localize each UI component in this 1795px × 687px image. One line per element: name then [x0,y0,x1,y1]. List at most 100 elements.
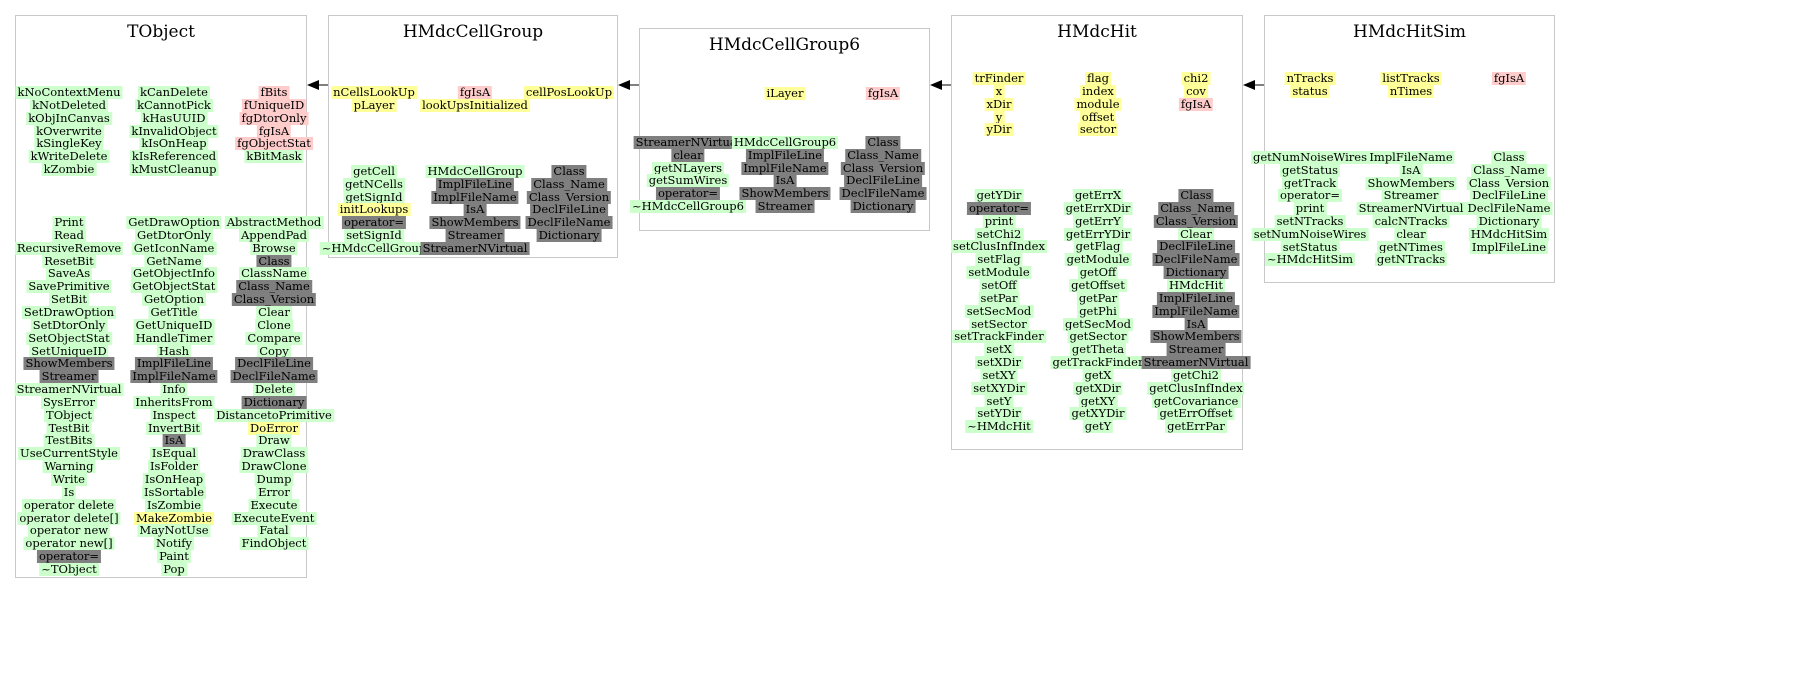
member-label: Info [160,382,188,397]
member-hmdchitsim-status: status [1290,84,1330,98]
member-label: Class_Name [236,279,312,294]
member-label: IsEqual [149,446,199,461]
member-hmdchit-geterrpar: getErrPar [1165,419,1227,434]
member-label: getErrOffset [1157,406,1235,421]
member-label: setNumNoiseWires [1251,226,1369,241]
member-label: ResetBit [42,253,96,268]
member-label: SetBit [48,292,90,307]
member-hmdchit-print: print [982,214,1016,228]
member-tobject-streamernvirtual: StreamerNVirtual [14,383,124,397]
member-hmdccellgroup6-dictionary: Dictionary [850,199,916,213]
member-hmdchit-xdir: xDir [984,97,1014,111]
member-label: getSumWires [646,173,730,188]
member-label: IsA [1399,162,1423,177]
member-label: getTheta [1069,342,1127,357]
member-label: DeclFileName [230,369,318,384]
member-label: Draw [256,433,292,448]
member-label: Dictionary [241,394,307,409]
member-label: listTracks [1380,71,1442,85]
member-hmdchitsim-streamernvirtual: StreamerNVirtual [1356,202,1466,216]
member-tobject-browse: Browse [250,241,298,255]
member-label: getErrPar [1165,419,1227,434]
member-label: SavePrimitive [26,279,112,294]
member-label: Dictionary [1476,214,1542,228]
member-hmdccellgroup-declfileline: DeclFileLine [530,203,608,217]
member-hmdccellgroup6-clear: clear [671,148,705,162]
member-hmdchit-setchi2: setChi2 [974,227,1024,241]
member-hmdccellgroup6-implfilename: ImplFileName [741,161,829,175]
member-hmdchitsim-streamer: Streamer [1381,189,1441,203]
member-tobject-kcandelete: kCanDelete [138,86,210,99]
member-hmdchit-settrackfinder: setTrackFinder [952,329,1046,344]
member-label: ImplFileLine [1469,239,1549,254]
member-tobject-saveprimitive: SavePrimitive [26,279,112,294]
member-label: MayNotUse [137,523,211,538]
member-hmdccellgroup-hmdccellgroup: ~HMdcCellGroup [319,241,429,255]
member-label: kBitMask [244,149,304,164]
member-tobject-kbitmask: kBitMask [244,149,304,164]
member-tobject-paint: Paint [157,550,191,564]
member-label: getSector [1067,329,1129,344]
member-tobject-showmembers: ShowMembers [23,357,115,371]
arrowhead-hmdccellgroup-to-tobject [307,80,319,90]
member-tobject-getuniqueid: GetUniqueID [133,318,215,332]
member-tobject-maynotuse: MayNotUse [137,523,211,538]
member-label: IsZombie [144,497,204,512]
member-label: cov [1184,83,1208,98]
member-hmdchit-ydir: yDir [984,123,1014,137]
member-label: fgIsA [457,85,493,99]
member-tobject-getdrawoption: GetDrawOption [126,216,222,229]
member-tobject-inspect: Inspect [150,407,198,422]
member-hmdchit-setoff: setOff [979,278,1019,292]
member-hmdchit-dictionary: Dictionary [1163,266,1229,280]
member-label: operator= [966,200,1032,215]
member-label: ShowMembers [1365,175,1457,190]
member-label: getYDir [974,188,1024,202]
member-label: setFlag [975,252,1023,267]
member-hmdccellgroup-declfilename: DeclFileName [525,216,613,230]
member-label: Class_Name [1158,200,1234,215]
member-hmdccellgroup-fgisa: fgIsA [457,85,493,99]
member-label: setTrackFinder [952,329,1046,344]
member-hmdchitsim-hmdchitsim: HMdcHitSim [1468,227,1550,241]
member-label: MakeZombie [133,510,215,525]
member-hmdchit-getclusinfindex: getClusInfIndex [1147,381,1245,395]
member-label: DrawClone [239,459,309,474]
member-label: getNumNoiseWires [1250,150,1370,164]
member-label: kIsOnHeap [139,136,209,151]
member-hmdchitsim-fgisa: fgIsA [1491,72,1527,85]
member-label: ImplFileLine [1156,290,1236,305]
member-hmdccellgroup-class: Class [551,165,587,178]
member-label: chi2 [1181,71,1211,85]
member-tobject-appendpad: AppendPad [238,228,310,242]
member-tobject-kmustcleanup: kMustCleanup [129,163,219,177]
member-label: getCell [351,164,397,178]
member-label: Warning [42,459,96,474]
member-tobject-kobjincanvas: kObjInCanvas [26,111,112,125]
member-label: RecursiveRemove [14,240,124,255]
member-tobject-saveas: SaveAs [45,267,93,281]
member-label: setNTracks [1274,214,1346,228]
member-label: Class [1491,150,1527,164]
member-tobject-doerror: DoError [248,421,300,435]
member-tobject-usecurrentstyle: UseCurrentStyle [18,447,120,461]
member-tobject-kisonheap: kIsOnHeap [139,136,209,151]
member-label: fgIsA [256,123,292,138]
member-tobject-setdrawoption: SetDrawOption [21,305,117,319]
member-tobject-koverwrite: kOverwrite [34,124,104,138]
member-hmdchitsim-operator: operator= [1277,189,1343,203]
member-hmdchit-hmdchit: ~HMdcHit [965,420,1033,434]
member-hmdchit-offset: offset [1079,110,1117,124]
member-hmdchitsim-ntracks: nTracks [1284,72,1336,85]
member-label: Class_Version [840,160,926,175]
member-label: Inspect [150,407,198,422]
member-label: kInvalidObject [129,123,219,138]
member-label: Class_Version [526,189,612,204]
member-label: getNCells [343,176,405,191]
member-tobject-operator-delete: operator delete [21,498,117,512]
member-tobject-khasuuid: kHasUUID [140,111,208,125]
member-label: Dictionary [850,199,916,213]
member-tobject-implfileline: ImplFileLine [134,357,214,371]
member-hmdchit-getmodule: getModule [1064,253,1132,267]
member-hmdchit-operator: operator= [966,200,1032,215]
